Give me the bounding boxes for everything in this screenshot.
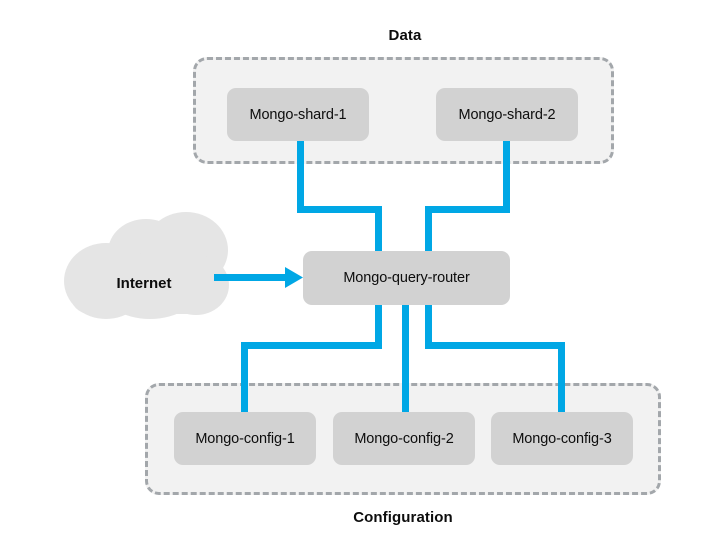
cloud-label: Internet: [116, 275, 172, 292]
node-mongo-config-1[interactable]: Mongo-config-1: [174, 412, 316, 465]
node-mongo-shard-2[interactable]: Mongo-shard-2: [436, 88, 578, 141]
connector-router-config3: [425, 305, 565, 413]
node-mongo-config-3[interactable]: Mongo-config-3: [491, 412, 633, 465]
connector-shard2-router: [425, 141, 510, 252]
cloud-icon: [64, 212, 229, 319]
node-mongo-shard-1[interactable]: Mongo-shard-1: [227, 88, 369, 141]
node-mongo-query-router[interactable]: Mongo-query-router: [303, 251, 510, 305]
group-label-configuration: Configuration: [353, 509, 453, 526]
arrow-right-icon: [214, 267, 303, 288]
connector-router-config1: [241, 305, 382, 413]
group-label-data: Data: [388, 27, 422, 44]
node-mongo-config-2[interactable]: Mongo-config-2: [333, 412, 475, 465]
connector-shard1-router: [297, 141, 382, 252]
